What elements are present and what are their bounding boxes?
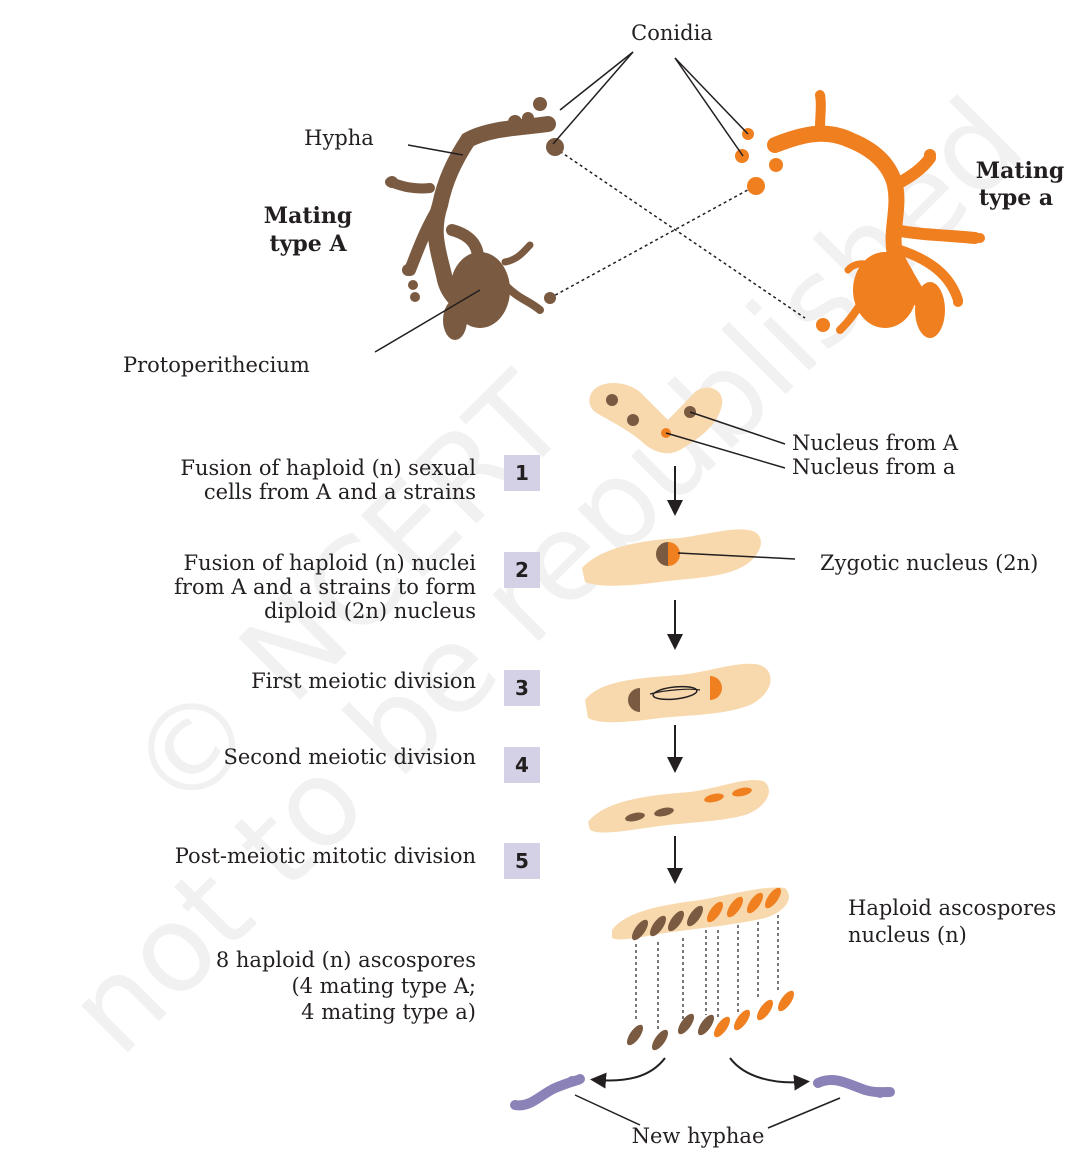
mating-type-A-label-line2: type A	[269, 231, 347, 257]
step-description-line: cells from A and a strains	[204, 480, 476, 504]
step-4: 4 Second meiotic division	[223, 745, 540, 783]
step-description-line: First meiotic division	[251, 669, 476, 693]
step-number-box	[504, 843, 540, 879]
mating-type-a-label-line2: type a	[979, 185, 1053, 211]
nucleus-from-A-label: Nucleus from A	[792, 431, 959, 455]
hypha-label: Hypha	[304, 126, 374, 150]
zygote-pointer-line	[677, 552, 796, 560]
step-description-line: from A and a strains to form	[174, 575, 476, 599]
top-pointer-lines	[374, 51, 749, 353]
first-meiotic-cell	[585, 663, 771, 723]
mating-type-a-label-line1: Mating	[976, 158, 1065, 184]
new-hyphae-pointer-lines	[574, 1094, 841, 1129]
step-number-box	[504, 747, 540, 783]
second-meiotic-cell	[588, 779, 769, 833]
step-number: 3	[515, 676, 529, 700]
released-ascospores	[626, 990, 795, 1051]
zygotic-nucleus-label: Zygotic nucleus (2n)	[820, 551, 1038, 575]
nucleus-from-a-label: Nucleus from a	[792, 455, 955, 479]
conidia-crossing-lines	[549, 147, 806, 319]
ascospore-release-lines	[635, 915, 779, 1030]
new-hyphae-arrows	[590, 1057, 810, 1091]
zygote-cell	[582, 529, 761, 586]
ascospores-label-line1: 8 haploid (n) ascospores	[216, 948, 476, 972]
new-hyphae	[510, 1074, 895, 1111]
new-hyphae-label: New hyphae	[632, 1124, 765, 1148]
step-5: 5 Post-meiotic mitotic division	[175, 843, 540, 879]
mating-type-a-mycelium	[735, 90, 985, 338]
step-number: 2	[515, 558, 529, 582]
ascospores-label-line3: 4 mating type a)	[301, 1000, 476, 1024]
step-description-line: Fusion of haploid (n) sexual	[180, 456, 476, 480]
haploid-ascospores-label-line2: nucleus (n)	[848, 923, 967, 947]
ascus-with-ascospores	[612, 887, 789, 941]
haploid-ascospores-label-line1: Haploid ascospores	[848, 896, 1056, 920]
step-3: 3 First meiotic division	[251, 669, 540, 706]
step-number-box	[504, 552, 540, 588]
fused-sexual-cells	[589, 383, 723, 454]
stage1-pointer-lines	[665, 411, 786, 469]
step-description-line: Post-meiotic mitotic division	[175, 844, 476, 868]
step-number: 1	[515, 461, 529, 485]
protoperithecium-label: Protoperithecium	[123, 353, 310, 377]
step-number-box	[504, 455, 540, 491]
step-description-line: Second meiotic division	[223, 745, 476, 769]
step-number: 4	[515, 753, 529, 777]
conidia-label: Conidia	[631, 21, 713, 45]
step-number-box	[504, 670, 540, 706]
mating-type-A-label-line1: Mating	[264, 203, 353, 229]
ascospores-label-line2: (4 mating type A;	[291, 974, 476, 998]
mating-type-A-mycelium	[385, 97, 564, 340]
step-description-line: diploid (2n) nucleus	[264, 599, 476, 623]
step-description-line: Fusion of haploid (n) nuclei	[184, 551, 477, 575]
step-number: 5	[515, 849, 529, 873]
